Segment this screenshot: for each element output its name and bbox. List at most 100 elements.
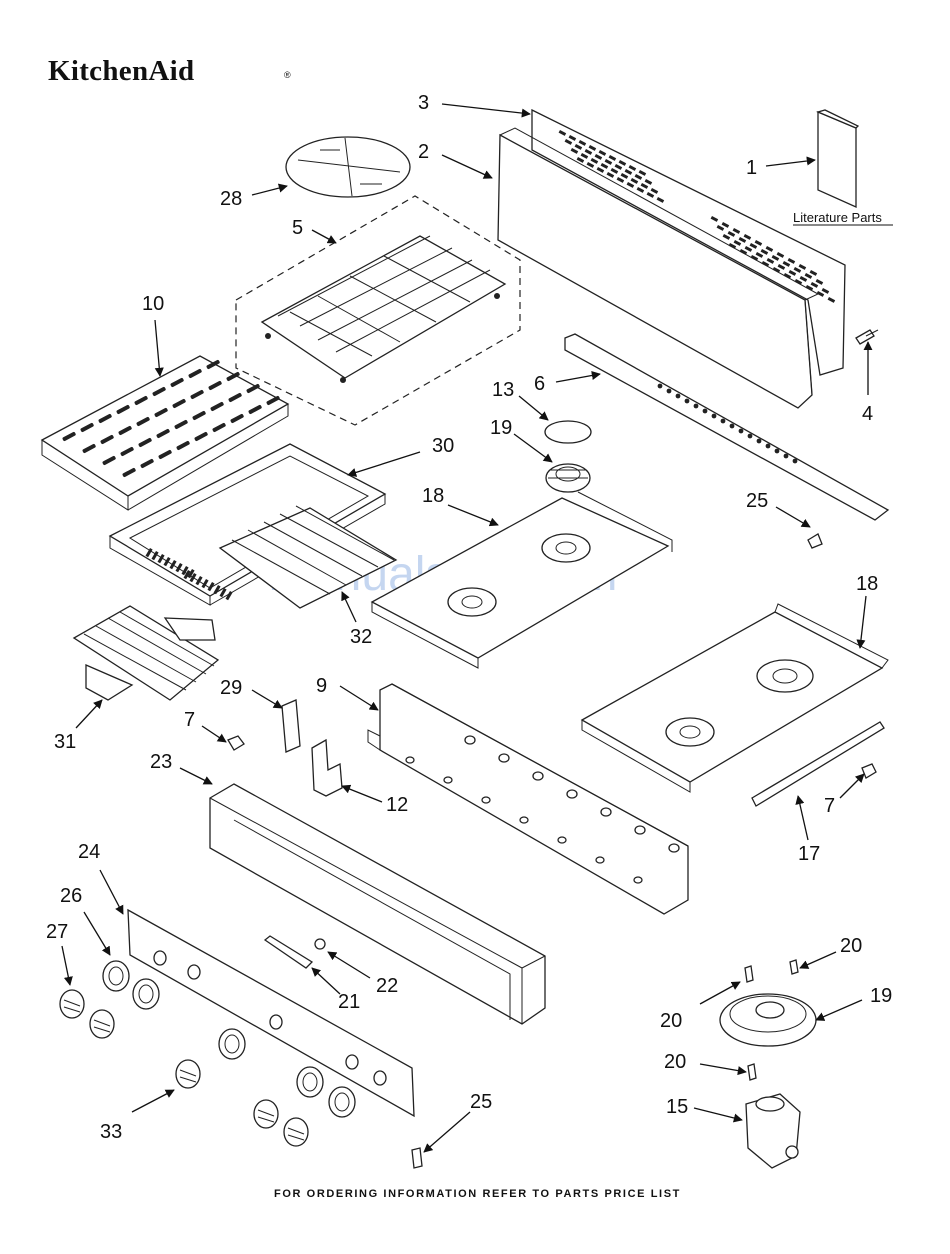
part-19-burner-top	[546, 464, 590, 492]
knob	[254, 1100, 278, 1128]
rail-hole	[703, 409, 708, 414]
brand-logo: KitchenAid ®	[48, 55, 291, 87]
callout-20-left: 20	[660, 1010, 682, 1032]
rail-hole	[766, 444, 771, 449]
callout-1: 1	[746, 157, 757, 179]
callout-26: 26	[60, 885, 82, 907]
bracket-hole	[634, 877, 642, 883]
part-12-bracket	[312, 740, 342, 796]
bracket-hole	[444, 777, 452, 783]
knob-bezel	[219, 1029, 245, 1059]
part-21-nameplate	[265, 936, 312, 968]
callout-33: 33	[100, 1121, 122, 1143]
knob	[176, 1060, 200, 1088]
callout-2: 2	[418, 141, 429, 163]
bracket-hole	[465, 736, 475, 744]
bracket-hole	[499, 754, 509, 762]
bracket-hole	[406, 757, 414, 763]
callout-18-right: 18	[856, 573, 878, 595]
rail-hole	[658, 384, 663, 389]
rail-hole	[784, 454, 789, 459]
bracket-hole	[558, 837, 566, 843]
rail-hole	[730, 424, 735, 429]
callout-3: 3	[418, 92, 429, 114]
callout-29: 29	[220, 677, 242, 699]
callout-20-bottom: 20	[664, 1051, 686, 1073]
callout-17: 17	[798, 843, 820, 865]
part-15-valve	[746, 1094, 800, 1168]
knob-hole	[346, 1055, 358, 1069]
part-1-literature: Literature Parts	[793, 110, 893, 225]
callout-21: 21	[338, 991, 360, 1013]
knob-bezel	[103, 961, 129, 991]
brand-name: KitchenAid	[48, 55, 194, 87]
callout-22: 22	[376, 975, 398, 997]
bracket-hole	[635, 826, 645, 834]
bracket-hole	[601, 808, 611, 816]
rail-hole	[739, 429, 744, 434]
knob-hole	[270, 1015, 282, 1029]
knob	[90, 1010, 114, 1038]
knob-hole	[374, 1071, 386, 1085]
callout-25-top: 25	[746, 490, 768, 512]
part-31-radiant-channels	[74, 606, 218, 700]
part-29-bracket	[282, 700, 300, 752]
bracket-hole	[482, 797, 490, 803]
callout-15: 15	[666, 1096, 688, 1118]
part-5-grates	[236, 196, 520, 425]
part-18-burner-box-left	[372, 492, 672, 668]
callout-31: 31	[54, 731, 76, 753]
part-2-backguard	[498, 128, 818, 408]
knob	[60, 990, 84, 1018]
callout-7-right: 7	[824, 795, 835, 817]
bracket-hole	[520, 817, 528, 823]
part-28-glass-disc	[286, 137, 410, 197]
callout-10: 10	[142, 293, 164, 315]
knob-bezel	[329, 1087, 355, 1117]
literature-label: Literature Parts	[793, 210, 882, 225]
bracket-hole	[596, 857, 604, 863]
footer-ordering-note: FOR ORDERING INFORMATION REFER TO PARTS …	[274, 1188, 681, 1200]
knob-hole	[188, 965, 200, 979]
callout-19-right: 19	[870, 985, 892, 1007]
part-17-angle-strip	[752, 722, 884, 806]
brand-registered-mark: ®	[284, 70, 291, 80]
callout-9: 9	[316, 675, 327, 697]
callout-23: 23	[150, 751, 172, 773]
part-13-burner-cap	[545, 421, 591, 443]
knob-hole	[154, 951, 166, 965]
callout-20-top: 20	[840, 935, 862, 957]
callout-25-bottom: 25	[470, 1091, 492, 1113]
bracket-hole	[533, 772, 543, 780]
knob	[284, 1118, 308, 1146]
rail-hole	[775, 449, 780, 454]
callout-24: 24	[78, 841, 100, 863]
rail-hole	[685, 399, 690, 404]
callout-6: 6	[534, 373, 545, 395]
callout-4: 4	[862, 403, 873, 425]
callout-32: 32	[350, 626, 372, 648]
part-22-nut	[315, 939, 325, 949]
part-18-burner-box-right	[582, 604, 888, 792]
rail-hole	[712, 414, 717, 419]
callout-27: 27	[46, 921, 68, 943]
callout-12: 12	[386, 794, 408, 816]
callout-19-top: 19	[490, 417, 512, 439]
part-19-burner-base	[720, 994, 816, 1046]
rail-hole	[694, 404, 699, 409]
callout-13: 13	[492, 379, 514, 401]
callout-18-left: 18	[422, 485, 444, 507]
knob-bezel	[297, 1067, 323, 1097]
rail-hole	[757, 439, 762, 444]
callout-5: 5	[292, 217, 303, 239]
rail-hole	[667, 389, 672, 394]
part-4-screw	[856, 330, 878, 344]
callout-30: 30	[432, 435, 454, 457]
rail-hole	[793, 459, 798, 464]
callout-7-left: 7	[184, 709, 195, 731]
rail-hole	[676, 394, 681, 399]
knob-bezel	[133, 979, 159, 1009]
bracket-hole	[669, 844, 679, 852]
rail-hole	[721, 419, 726, 424]
